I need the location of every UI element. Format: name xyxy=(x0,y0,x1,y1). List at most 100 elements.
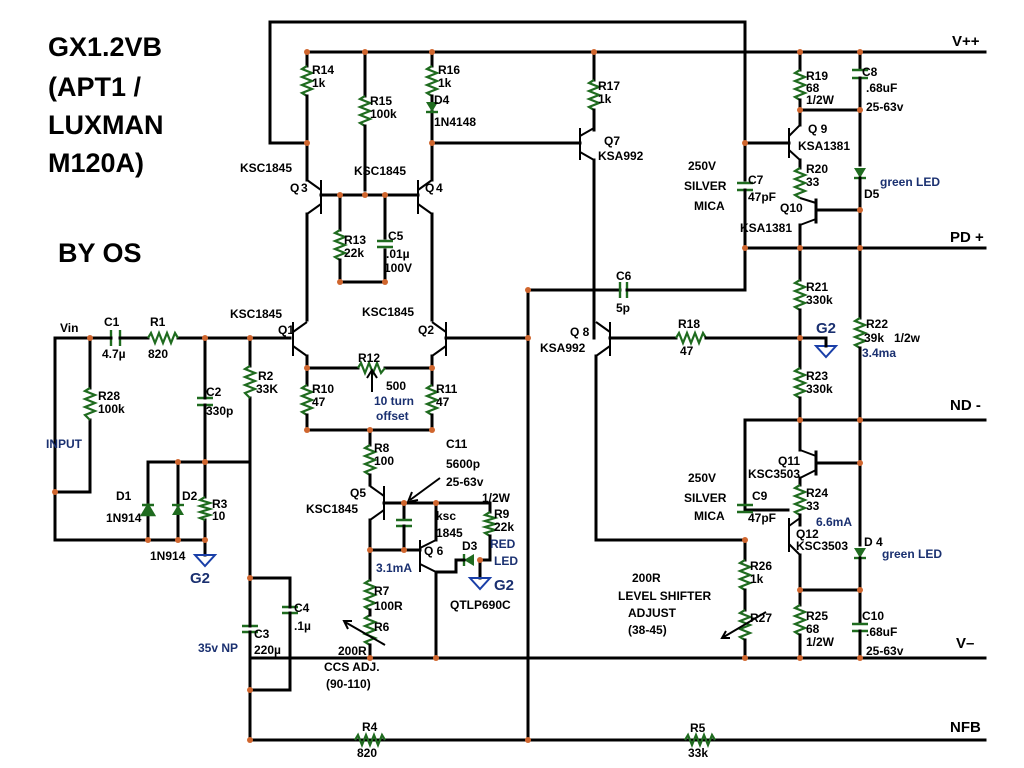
label-r16: R16 xyxy=(438,63,460,77)
label-r16-value: 1k xyxy=(438,76,452,90)
label-c7-silver: SILVER xyxy=(684,179,727,193)
label-c8: C8 xyxy=(862,65,878,79)
label-current-r22: 3.4ma xyxy=(862,346,896,360)
label-q10-type: KSA1381 xyxy=(740,221,792,235)
label-c4-value: .1µ xyxy=(294,619,311,633)
label-q3-type: KSC1845 xyxy=(240,161,292,175)
label-d1-value: 1N914 xyxy=(106,511,142,525)
label-q12-type: KSC3503 xyxy=(796,539,848,553)
label-q2: Q2 xyxy=(418,323,434,337)
label-c7-mica: MICA xyxy=(694,199,725,213)
label-r7: R7 xyxy=(374,584,390,598)
label-r12-value: 500 xyxy=(386,379,406,393)
label-r27-adjust: ADJUST xyxy=(628,606,677,620)
label-r12-offset: offset xyxy=(376,409,409,423)
label-r9-value: 22k xyxy=(494,520,514,534)
label-r20: R20 xyxy=(806,162,828,176)
label-r19-watt: 1/2W xyxy=(806,93,835,107)
label-vin: Vin xyxy=(60,321,78,335)
label-r18-value: 47 xyxy=(680,344,694,358)
label-c4: C4 xyxy=(294,601,310,615)
rail-nd-minus: ND - xyxy=(950,397,981,414)
label-r27-value: 200R xyxy=(632,571,661,585)
label-c10: C10 xyxy=(862,609,884,623)
title-line-3: LUXMAN xyxy=(48,110,164,140)
input-stage-labels: KSC1845 Q 3 KSC1845 Q 4 R14 1k R15 100k … xyxy=(230,63,518,691)
label-c5-value: .01µ xyxy=(386,247,410,261)
label-c9-silver: SILVER xyxy=(684,491,727,505)
label-r22-value: 39k xyxy=(864,331,884,345)
label-d3-red: RED xyxy=(490,537,516,551)
label-r24: R24 xyxy=(806,486,828,500)
label-d4-top: D4 xyxy=(434,93,450,107)
label-r6-ccs: CCS ADJ. xyxy=(324,660,380,674)
label-current-q12: 6.6mA xyxy=(816,515,852,529)
label-r24-value: 33 xyxy=(806,499,820,513)
input-section xyxy=(53,330,386,748)
label-q3-num: 3 xyxy=(301,181,308,195)
label-c9: C9 xyxy=(752,489,768,503)
label-r2-value: 33K xyxy=(256,382,278,396)
rail-labels: V++ PD + ND - V– NFB xyxy=(950,33,984,736)
label-q10: Q10 xyxy=(780,201,803,215)
label-c3-value: 220µ xyxy=(254,643,281,657)
label-r27-range: (38-45) xyxy=(628,623,667,637)
title-line-1: GX1.2VB xyxy=(48,32,162,62)
label-r28-value: 100k xyxy=(98,402,125,416)
label-c6: C6 xyxy=(616,269,632,283)
label-q11-type: KSC3503 xyxy=(748,467,800,481)
rail-nfb: NFB xyxy=(950,719,981,736)
label-r3-value: 10 xyxy=(212,509,226,523)
label-q1-type: KSC1845 xyxy=(230,307,282,321)
level-shifter-labels: 250V SILVER MICA C7 47pF 250V SILVER MIC… xyxy=(618,159,776,637)
label-r7-value: 100R xyxy=(374,599,403,613)
label-r12-turns: 10 turn xyxy=(374,394,414,408)
label-r22: R22 xyxy=(866,317,888,331)
label-r18: R18 xyxy=(678,317,700,331)
label-c1-value: 4.7µ xyxy=(102,347,126,361)
label-d5: D5 xyxy=(864,187,880,201)
label-d2-value: 1N914 xyxy=(150,549,186,563)
label-r19: R19 xyxy=(806,69,828,83)
label-c5-voltage: 100V xyxy=(384,261,412,275)
label-r5: R5 xyxy=(690,721,706,735)
label-r21: R21 xyxy=(806,280,828,294)
output-stage xyxy=(788,50,868,660)
label-c2-value: 330p xyxy=(206,404,233,418)
label-r21-value: 330k xyxy=(806,293,833,307)
label-r15-value: 100k xyxy=(370,107,397,121)
label-r19-value: 68 xyxy=(806,81,820,95)
label-q9: Q 9 xyxy=(808,122,828,136)
label-d3-led: LED xyxy=(494,554,518,568)
label-r6: R6 xyxy=(374,620,390,634)
label-r25-watt: 1/2W xyxy=(806,635,835,649)
label-c10-voltage: 25-63v xyxy=(866,644,904,658)
label-r2: R2 xyxy=(258,369,274,383)
label-q11: Q11 xyxy=(778,454,800,468)
label-c11-value: 5600p xyxy=(446,457,480,471)
label-d4-top-value: 1N4148 xyxy=(434,115,476,129)
label-r22-watt: 1/2w xyxy=(894,331,921,345)
label-c11: C11 xyxy=(446,437,468,451)
label-q7: Q7 xyxy=(604,134,620,148)
label-c5: C5 xyxy=(388,229,404,243)
label-q6-type: ksc xyxy=(436,509,456,523)
label-q8: Q 8 xyxy=(570,325,590,339)
input-section-labels: Vin INPUT C1 4.7µ R1 820 R28 100k C2 330… xyxy=(46,315,378,760)
label-d3: D3 xyxy=(462,539,478,553)
label-q5: Q5 xyxy=(350,486,366,500)
label-q6-num: 1845 xyxy=(436,526,463,540)
label-r25: R25 xyxy=(806,609,828,623)
label-c8-value: .68uF xyxy=(866,81,897,95)
label-q4-num: 4 xyxy=(436,181,443,195)
label-c3: C3 xyxy=(254,627,270,641)
label-q3: Q xyxy=(290,181,299,195)
label-g2-input: G2 xyxy=(190,570,210,587)
label-q2-type: KSC1845 xyxy=(362,305,414,319)
label-g2-led: G2 xyxy=(494,577,514,594)
label-d2: D2 xyxy=(182,489,198,503)
label-r10-value: 47 xyxy=(312,395,326,409)
label-r25-value: 68 xyxy=(806,622,820,636)
title-line-2: (APT1 / xyxy=(48,72,142,102)
label-r5-value: 33k xyxy=(688,746,708,760)
